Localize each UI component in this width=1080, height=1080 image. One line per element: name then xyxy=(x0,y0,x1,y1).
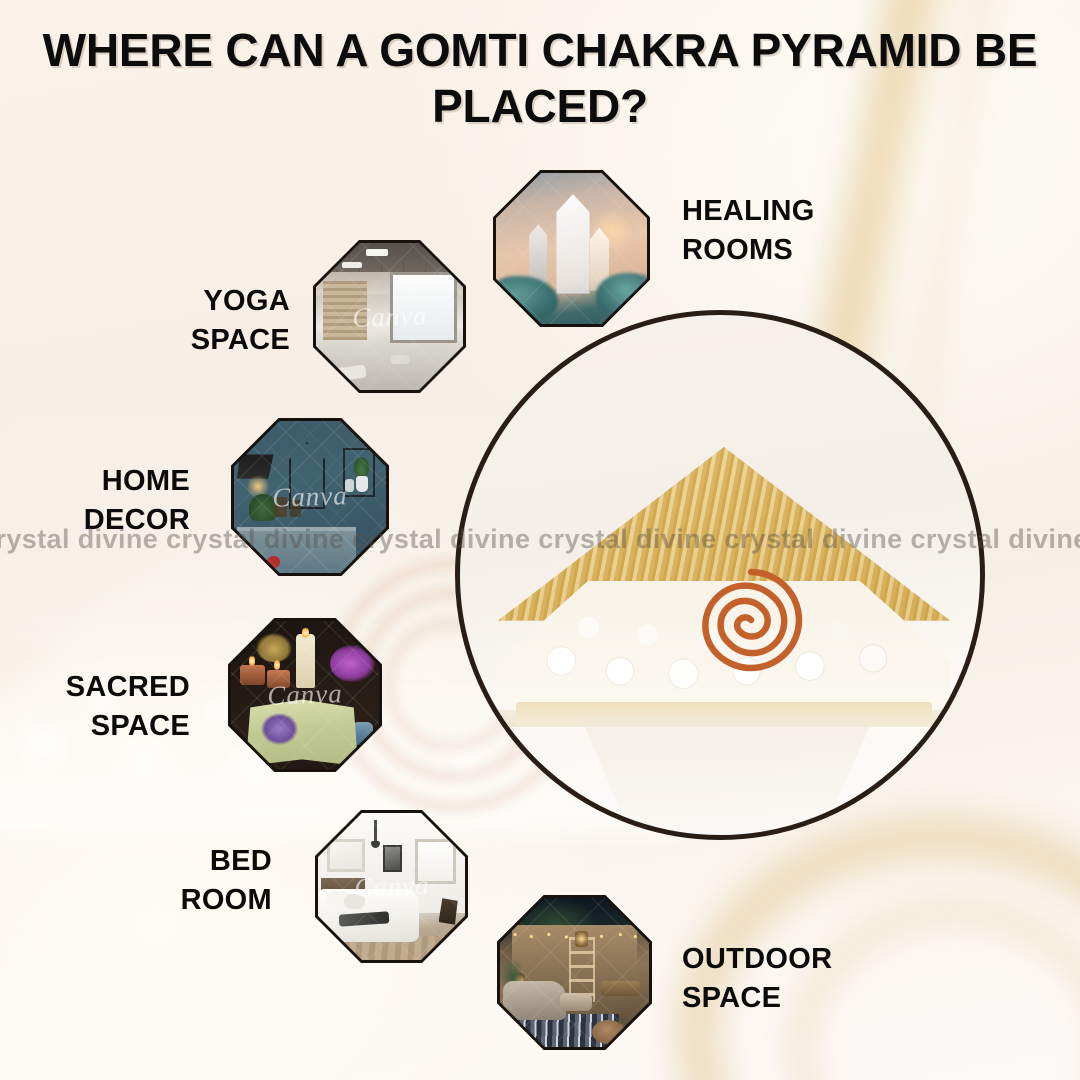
hero-pyramid-reflection xyxy=(579,715,875,835)
sacred-tealight-1 xyxy=(239,665,266,685)
yoga-mat-2 xyxy=(389,354,411,364)
thumbnail-image xyxy=(496,173,647,324)
home-jar-2 xyxy=(290,500,301,517)
bedroom-window xyxy=(415,839,457,884)
sacred-tealight-flame-1 xyxy=(248,655,255,667)
yoga-studio-illustration xyxy=(316,243,463,390)
hero-product-circle xyxy=(455,310,985,840)
hero-copper-coil-icon xyxy=(698,567,804,673)
outdoor-sofa xyxy=(502,981,566,1021)
sacred-pillar-candle xyxy=(296,634,316,688)
home-geometric-shelf-2 xyxy=(343,448,376,497)
home-lamp-glow xyxy=(246,475,271,497)
home-jar xyxy=(275,497,288,517)
home-vase xyxy=(355,475,368,493)
label-sacred-space: SACRED SPACE xyxy=(65,671,190,743)
label-yoga-space: YOGA SPACE xyxy=(190,285,290,357)
thumbnail-bed-room[interactable]: Canva xyxy=(315,810,468,963)
bedroom-pillow xyxy=(326,890,351,908)
healing-crystal-right xyxy=(589,227,610,291)
healing-crystals-illustration xyxy=(496,173,647,324)
thumbnail-home-decor[interactable]: Canva xyxy=(231,418,389,576)
yoga-window-blinds xyxy=(323,281,368,341)
sacred-dried-flowers xyxy=(256,632,292,663)
home-decor-illustration xyxy=(234,421,386,573)
label-home-decor: HOME DECOR xyxy=(83,465,190,537)
sacred-tealight-flame-2 xyxy=(273,659,280,672)
thumbnail-image: Canva xyxy=(231,621,379,769)
yoga-ceiling-light xyxy=(365,248,389,257)
label-bed-room: BED ROOM xyxy=(180,845,272,917)
yoga-ceiling-light-2 xyxy=(342,262,362,268)
yoga-window xyxy=(389,272,458,343)
bedroom-chair xyxy=(438,898,458,925)
sacred-candle-flame xyxy=(302,626,310,639)
outdoor-lantern xyxy=(574,930,588,948)
outdoor-string-lights xyxy=(507,930,642,940)
outdoor-table xyxy=(601,981,641,997)
bedroom-pendant-cord xyxy=(373,820,377,844)
bedroom-wall-art xyxy=(326,839,366,872)
sacred-tealight-2 xyxy=(266,669,291,688)
bedroom-wall-art-2 xyxy=(382,845,402,872)
home-vase-2 xyxy=(344,478,355,493)
hero-gomti-chakra-shells xyxy=(498,581,950,711)
healing-crystal-left xyxy=(529,224,548,291)
label-outdoor-space: OUTDOOR SPACE xyxy=(682,943,833,1015)
label-healing-rooms: HEALING ROOMS xyxy=(682,195,815,267)
thumbnail-outdoor-space[interactable] xyxy=(497,895,652,1050)
bedroom-pendant-lamp xyxy=(370,840,380,849)
outdoor-ladder-shelf xyxy=(568,936,596,1003)
sacred-lavender xyxy=(260,712,298,746)
bedroom-pillow-2 xyxy=(344,893,366,909)
hero-pyramid xyxy=(498,447,950,727)
healing-crystal-main xyxy=(556,194,590,294)
outdoor-tray xyxy=(559,993,593,1012)
home-plant xyxy=(249,493,277,522)
home-lamp-shade xyxy=(237,454,274,479)
thumbnail-yoga-space[interactable]: Canva xyxy=(313,240,466,393)
home-geometric-shelf xyxy=(288,442,326,510)
home-plant-small xyxy=(354,457,370,479)
hero-product-photo xyxy=(460,315,980,835)
sacred-altar-illustration xyxy=(231,621,379,769)
page-title: WHERE CAN A GOMTI CHAKRA PYRAMID BE PLAC… xyxy=(42,24,1038,133)
